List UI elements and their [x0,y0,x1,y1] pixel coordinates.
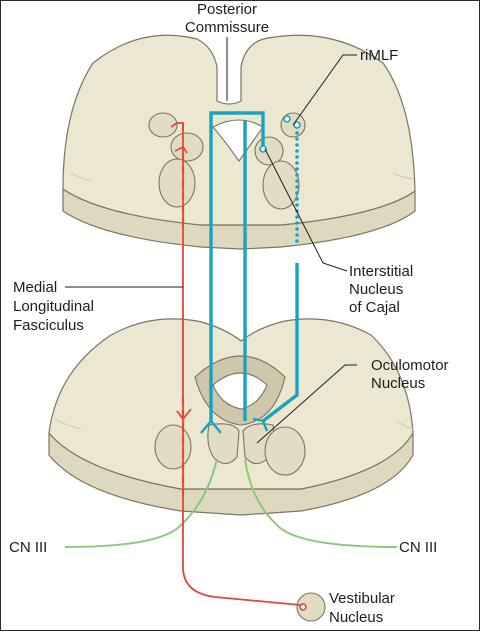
label-posterior-commissure-2: Commissure [185,19,269,36]
rimlf-soma-2 [293,121,301,129]
label-interstitial-3: of Cajal [349,299,400,316]
label-mlf-3: Fasciculus [13,317,84,334]
label-oculomotor-2: Nucleus [371,375,425,392]
mlf-vestibular-pathway [170,122,302,606]
rimlf-fiber-dots [295,125,299,243]
vestibular-nucleus [296,592,326,622]
leader-lines [65,37,357,444]
label-mlf-1: Medial [13,279,57,296]
label-vestibular-1: Vestibular [329,590,395,607]
rimlf-soma [283,115,291,123]
label-oculomotor-1: Oculomotor [371,357,449,374]
label-rimlf: riMLF [360,47,398,64]
cajal-soma [259,145,267,153]
label-cn3-left: CN III [9,539,47,556]
label-vestibular-2: Nucleus [329,609,383,626]
label-mlf-2: Longitudinal [13,298,94,315]
label-cn3-right: CN III [399,539,437,556]
lower-midbrain-section [48,318,414,516]
upper-midbrain-section [62,34,416,250]
vertical-gaze-pathway [200,111,299,434]
cn3-nerve-fibers [64,458,398,548]
label-interstitial-1: Interstitial [349,263,413,280]
label-posterior-commissure-1: Posterior [197,1,257,18]
label-interstitial-2: Nucleus [349,281,403,298]
vestibular-soma [299,603,307,611]
